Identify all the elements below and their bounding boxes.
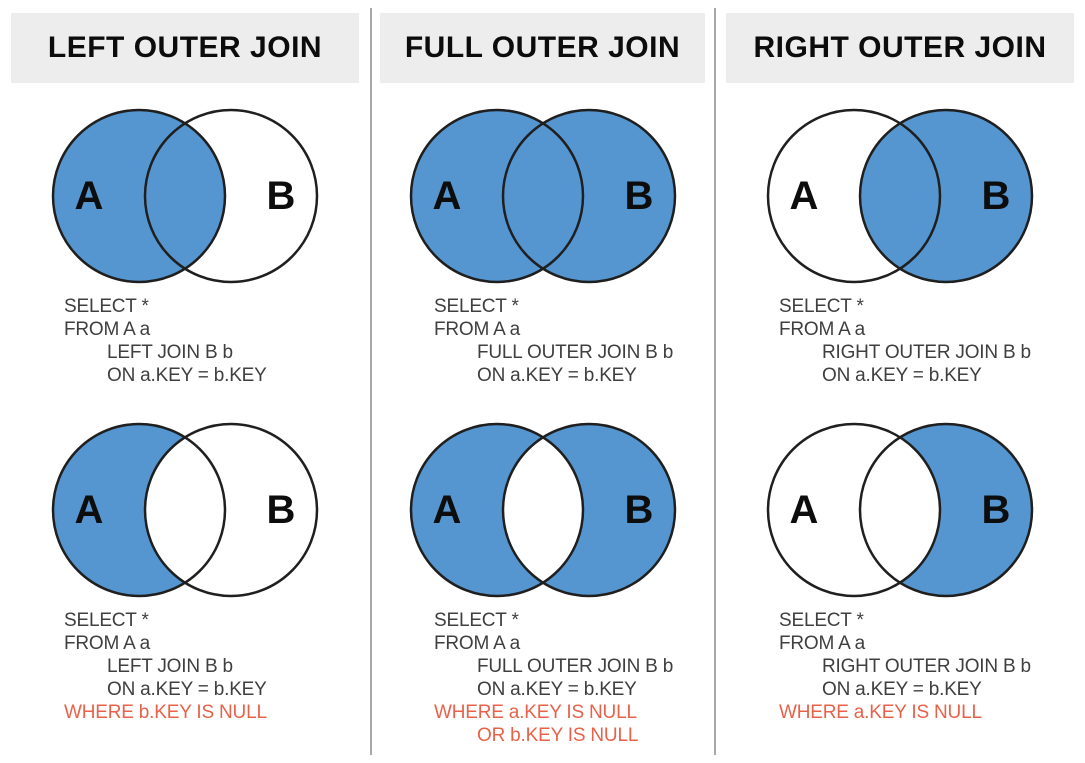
sql-line: ON a.KEY = b.KEY xyxy=(477,679,637,700)
sql-line: ON a.KEY = b.KEY xyxy=(477,365,637,386)
venn-diagram-top: A B xyxy=(409,108,676,284)
venn-label-a: A xyxy=(432,174,461,218)
venn-label-b: B xyxy=(267,488,296,532)
venn-diagram-bottom: A B xyxy=(409,422,676,598)
intersection-fill xyxy=(145,424,225,596)
sql-line: SELECT * xyxy=(779,296,864,317)
venn-diagram-top: A B xyxy=(51,108,319,284)
circle-b-outline xyxy=(143,108,319,284)
venn-diagram-bottom: A B xyxy=(766,422,1034,598)
venn-label-a: A xyxy=(432,488,461,532)
venn-label-b: B xyxy=(267,174,296,218)
sql-line: SELECT * xyxy=(434,296,519,317)
column-title: LEFT OUTER JOIN xyxy=(11,13,359,83)
circle-a-outline xyxy=(766,422,942,598)
sql-line: SELECT * xyxy=(779,610,864,631)
venn-label-b: B xyxy=(982,488,1011,532)
sql-line: SELECT * xyxy=(64,296,149,317)
intersection-fill xyxy=(860,110,940,282)
sql-line: ON a.KEY = b.KEY xyxy=(822,365,982,386)
venn-label-a: A xyxy=(790,174,819,218)
venn-diagram-top: A B xyxy=(766,108,1034,284)
sql-line: FROM A a xyxy=(64,633,151,654)
sql-line: LEFT JOIN B b xyxy=(107,342,233,363)
sql-line: RIGHT OUTER JOIN B b xyxy=(822,342,1031,363)
venn-diagram-bottom: A B xyxy=(51,422,319,598)
circle-b-outline xyxy=(501,422,676,598)
intersection-fill xyxy=(860,424,940,596)
sql-line: FULL OUTER JOIN B b xyxy=(477,656,674,677)
circle-a-outline xyxy=(409,422,584,598)
sql-line: ON a.KEY = b.KEY xyxy=(107,365,267,386)
circle-a-outline xyxy=(51,422,227,598)
sql-line: OR b.KEY IS NULL xyxy=(477,725,639,746)
intersection-fill xyxy=(502,424,583,596)
sql-line: FROM A a xyxy=(779,633,866,654)
sql-line: WHERE b.KEY IS NULL xyxy=(64,702,267,723)
sql-line: ON a.KEY = b.KEY xyxy=(822,679,982,700)
sql-line: FROM A a xyxy=(779,319,866,340)
sql-line: ON a.KEY = b.KEY xyxy=(107,679,267,700)
circle-a-outline xyxy=(51,108,227,284)
sql-line: FULL OUTER JOIN B b xyxy=(477,342,674,363)
venn-label-b: B xyxy=(982,174,1011,218)
column-divider xyxy=(370,8,372,755)
circle-b-outline xyxy=(501,108,676,284)
column-title: FULL OUTER JOIN xyxy=(380,13,705,83)
circle-b-outline xyxy=(858,422,1034,598)
column-divider xyxy=(714,8,716,755)
sql-line: WHERE a.KEY IS NULL xyxy=(434,702,637,723)
intersection-fill xyxy=(502,110,583,282)
venn-label-a: A xyxy=(75,488,104,532)
venn-label-a: A xyxy=(790,488,819,532)
sql-line: FROM A a xyxy=(434,633,521,654)
circle-a-outline xyxy=(766,108,942,284)
sql-line: RIGHT OUTER JOIN B b xyxy=(822,656,1031,677)
sql-line: SELECT * xyxy=(434,610,519,631)
sql-line: WHERE a.KEY IS NULL xyxy=(779,702,982,723)
column-title: RIGHT OUTER JOIN xyxy=(726,13,1074,83)
sql-line: LEFT JOIN B b xyxy=(107,656,233,677)
intersection-fill xyxy=(145,110,225,282)
circle-b-outline xyxy=(858,108,1034,284)
circle-a-outline xyxy=(409,108,584,284)
sql-line: FROM A a xyxy=(434,319,521,340)
sql-line: SELECT * xyxy=(64,610,149,631)
venn-label-b: B xyxy=(624,488,653,532)
circle-b-outline xyxy=(143,422,319,598)
venn-label-a: A xyxy=(75,174,104,218)
venn-label-b: B xyxy=(624,174,653,218)
sql-line: FROM A a xyxy=(64,319,151,340)
